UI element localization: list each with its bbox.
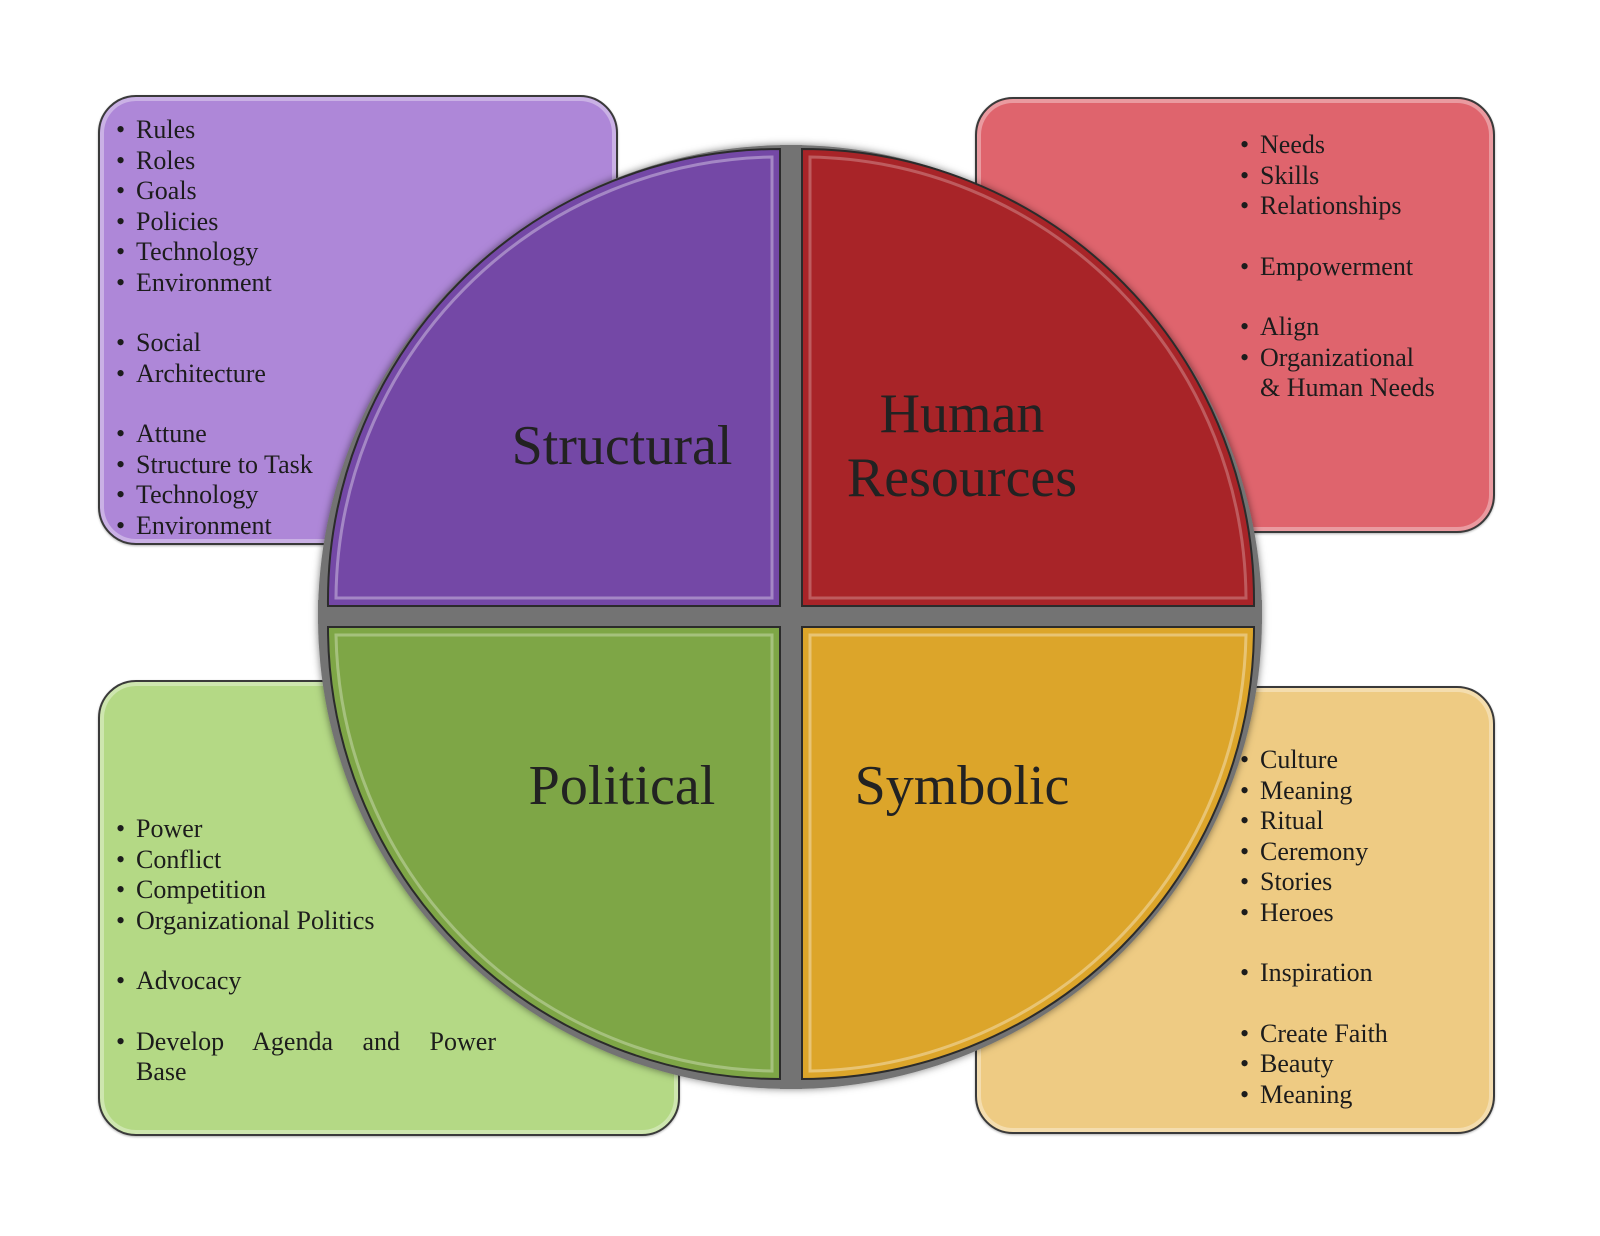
- list-item: Technology: [116, 480, 313, 511]
- list-item: Beauty: [1240, 1049, 1388, 1080]
- political-label: Political: [529, 755, 716, 817]
- list-item: Meaning: [1240, 1080, 1388, 1111]
- list-item: Inspiration: [1240, 958, 1388, 989]
- list-item: Meaning: [1240, 776, 1388, 807]
- symbolic-highlight: [808, 633, 1248, 1073]
- list-item: Organizational Politics: [116, 906, 496, 937]
- list-item: Social: [116, 328, 313, 359]
- human-highlight: [808, 155, 1248, 600]
- list-item: Organizational: [1240, 343, 1435, 374]
- political-highlight: [334, 633, 774, 1073]
- list-item: Develop Agenda and Power: [116, 1027, 496, 1058]
- structural-label: Structural: [512, 415, 733, 477]
- list-item: Architecture: [116, 359, 313, 390]
- list-item: Ceremony: [1240, 837, 1388, 868]
- symbolic-quadrant: [801, 626, 1256, 1081]
- list-item: Conflict: [116, 845, 496, 876]
- list-item: Environment: [116, 511, 313, 542]
- list-item: Culture: [1240, 745, 1388, 776]
- list-item: & Human Needs: [1260, 373, 1435, 402]
- list-item: Structure to Task: [116, 450, 313, 481]
- political-list: Power Conflict Competition Organizationa…: [116, 814, 496, 1088]
- list-item: Relationships: [1240, 191, 1435, 222]
- list-item: Ritual: [1240, 806, 1388, 837]
- list-item: Heroes: [1240, 898, 1388, 929]
- structural-highlight: [334, 155, 774, 600]
- list-item: Needs: [1240, 130, 1435, 161]
- list-item: Create Faith: [1240, 1019, 1388, 1050]
- list-item: Roles: [116, 146, 313, 177]
- human-resources-label-line1: Human: [880, 383, 1045, 445]
- list-item: Environment: [116, 268, 313, 299]
- vertical-gap: [780, 145, 802, 1089]
- list-item: Competition: [116, 875, 496, 906]
- structural-list: Rules Roles Goals Policies Technology En…: [116, 115, 313, 541]
- list-item: Rules: [116, 115, 313, 146]
- symbolic-list: Culture Meaning Ritual Ceremony Stories …: [1240, 745, 1388, 1110]
- list-item: Policies: [116, 207, 313, 238]
- structural-quadrant: [326, 147, 781, 607]
- list-item: Base: [136, 1057, 187, 1086]
- human-resources-label-line2: Resources: [847, 447, 1077, 509]
- symbolic-label: Symbolic: [855, 755, 1070, 817]
- list-item: Skills: [1240, 161, 1435, 192]
- list-item: Power: [116, 814, 496, 845]
- list-item: Attune: [116, 419, 313, 450]
- list-item: Advocacy: [116, 966, 496, 997]
- list-item: Technology: [116, 237, 313, 268]
- list-item: Stories: [1240, 867, 1388, 898]
- human-resources-quadrant: [801, 147, 1256, 607]
- human-resources-list: Needs Skills Relationships Empowerment A…: [1240, 130, 1435, 404]
- list-item: Empowerment: [1240, 252, 1435, 283]
- list-item: Align: [1240, 312, 1435, 343]
- list-item-text: Develop Agenda and Power: [136, 1026, 496, 1056]
- list-item: Goals: [116, 176, 313, 207]
- political-quadrant: [326, 626, 781, 1081]
